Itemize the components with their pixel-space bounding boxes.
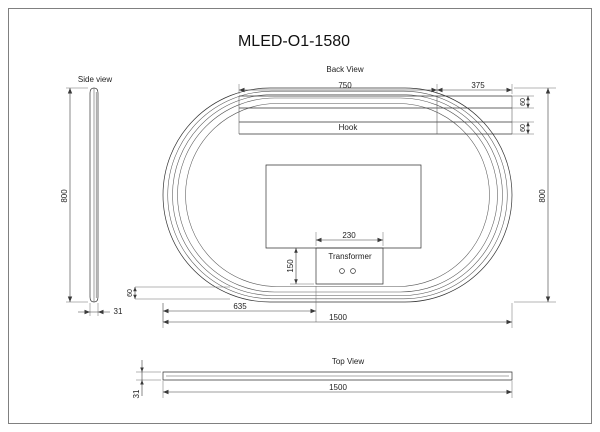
drawing-title: MLED-O1-1580 bbox=[238, 33, 350, 50]
side-view-group: 800 31 Side view bbox=[60, 75, 123, 316]
side-view-thickness-dim: 31 bbox=[114, 307, 123, 316]
hook-label: Hook bbox=[339, 123, 359, 132]
hook-left-dim: 750 bbox=[338, 81, 352, 90]
back-view-width-dim: 1500 bbox=[329, 313, 347, 322]
back-view-label: Back View bbox=[326, 65, 363, 74]
back-view-group: Hook 750 375 60 60 bbox=[127, 65, 556, 328]
side-view-label: Side view bbox=[78, 75, 112, 84]
back-view-height-dim: 800 bbox=[538, 189, 547, 203]
hook-right-dim: 375 bbox=[471, 81, 485, 90]
top-view-thickness-dim: 31 bbox=[132, 389, 141, 398]
transformer-hole-left bbox=[339, 268, 345, 274]
hook-band-bottom-dim: 60 bbox=[520, 124, 527, 132]
top-view-width-dim: 1500 bbox=[329, 383, 347, 392]
transformer-hole-right bbox=[350, 268, 356, 274]
bottom-offset-dim: 60 bbox=[127, 289, 134, 297]
side-view-height-dim: 800 bbox=[60, 189, 69, 203]
top-view-label: Top View bbox=[332, 357, 365, 366]
top-view-group: 31 1500 Top View bbox=[132, 357, 512, 398]
transformer-height-dim: 150 bbox=[286, 259, 295, 273]
transformer-width-dim: 230 bbox=[342, 231, 356, 240]
transformer-label: Transformer bbox=[328, 252, 372, 261]
hook-band-top-dim: 60 bbox=[520, 98, 527, 106]
left-run-dim: 635 bbox=[233, 302, 247, 311]
